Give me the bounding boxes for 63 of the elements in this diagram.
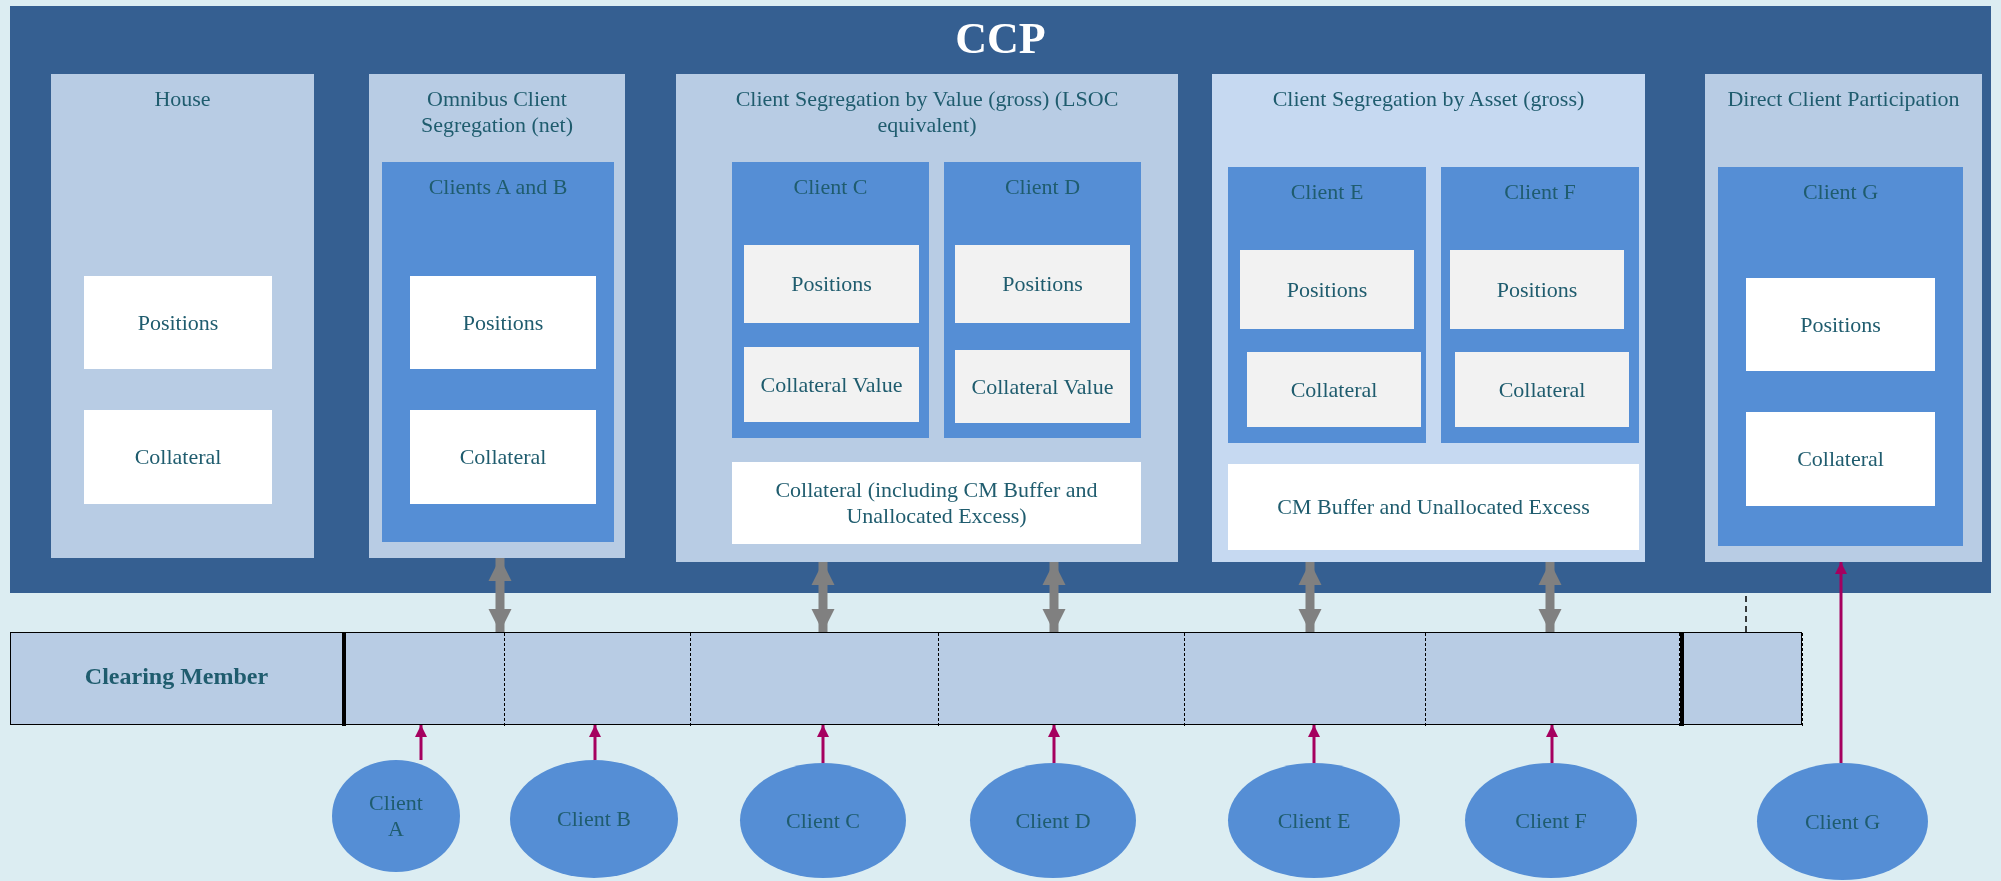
arrow — [589, 725, 601, 760]
item-box: Collateral — [1247, 352, 1421, 427]
panel-title: Direct Client Participation — [1726, 86, 1961, 112]
double-arrow — [488, 558, 512, 632]
bar-segment — [1680, 633, 1803, 726]
account-box — [1441, 167, 1639, 443]
bar-segment — [342, 633, 505, 726]
client-ellipse: Client F — [1465, 763, 1637, 878]
item-box: Collateral — [1746, 412, 1935, 506]
double-arrow — [1538, 562, 1562, 632]
arrow — [1308, 725, 1320, 763]
panel-title: Clients A and B — [427, 174, 569, 200]
item-box: Positions — [1240, 250, 1414, 329]
account-box — [944, 162, 1141, 438]
account-box — [1718, 167, 1963, 546]
panel-title: Client G — [1801, 179, 1880, 205]
account-box — [382, 162, 614, 542]
account-box — [1228, 167, 1426, 443]
category-panel — [1705, 74, 1982, 562]
arrow — [1835, 562, 1847, 763]
panel-title: Client F — [1503, 179, 1577, 205]
category-panel — [51, 74, 314, 558]
item-box: Collateral — [84, 410, 272, 504]
panel-title: House — [153, 86, 212, 112]
item-box: Collateral Value — [955, 350, 1130, 423]
item-box: Positions — [84, 276, 272, 369]
double-arrow — [1298, 562, 1322, 632]
panel-title: Omnibus Client Segregation (net) — [419, 86, 575, 138]
panel-title: Client E — [1289, 179, 1365, 205]
panel-title: Client C — [792, 174, 869, 200]
panel-title: Client Segregation by Asset (gross) — [1271, 86, 1586, 112]
item-box: Collateral Value — [744, 347, 919, 422]
item-box: Positions — [1450, 250, 1624, 329]
arrow — [1048, 725, 1060, 763]
category-panel — [1212, 74, 1645, 562]
arrow — [415, 725, 427, 760]
client-ellipse: Client C — [740, 763, 906, 878]
arrow — [817, 725, 829, 763]
double-arrow — [811, 562, 835, 632]
item-box: CM Buffer and Unallocated Excess — [1228, 464, 1639, 550]
client-ellipse: Client D — [970, 763, 1136, 878]
bar-label: Clearing Member — [83, 663, 270, 689]
client-ellipse: Client G — [1757, 763, 1928, 880]
client-ellipse: Client B — [510, 760, 678, 878]
account-box — [732, 162, 929, 438]
item-box: Positions — [1746, 278, 1935, 371]
category-panel — [676, 74, 1178, 562]
item-box: Collateral — [1455, 352, 1629, 427]
container-panel — [10, 6, 1991, 593]
container-title: CCP — [954, 14, 1047, 64]
clearing-member-bar — [10, 632, 1802, 725]
double-arrow — [1042, 562, 1066, 632]
arrow — [1546, 725, 1558, 763]
item-box: Collateral (including CM Buffer and Unallocated Excess) — [732, 462, 1141, 544]
client-ellipse: Client A — [332, 760, 460, 872]
category-panel — [369, 74, 625, 558]
client-ellipse: Client E — [1228, 763, 1400, 878]
panel-title: Client Segregation by Value (gross) (LSOC equivalent) — [734, 86, 1120, 138]
panel-title: Client D — [1003, 174, 1082, 200]
item-box: Collateral — [410, 410, 596, 504]
item-box: Positions — [410, 276, 596, 369]
item-box: Positions — [744, 245, 919, 323]
item-box: Positions — [955, 245, 1130, 323]
